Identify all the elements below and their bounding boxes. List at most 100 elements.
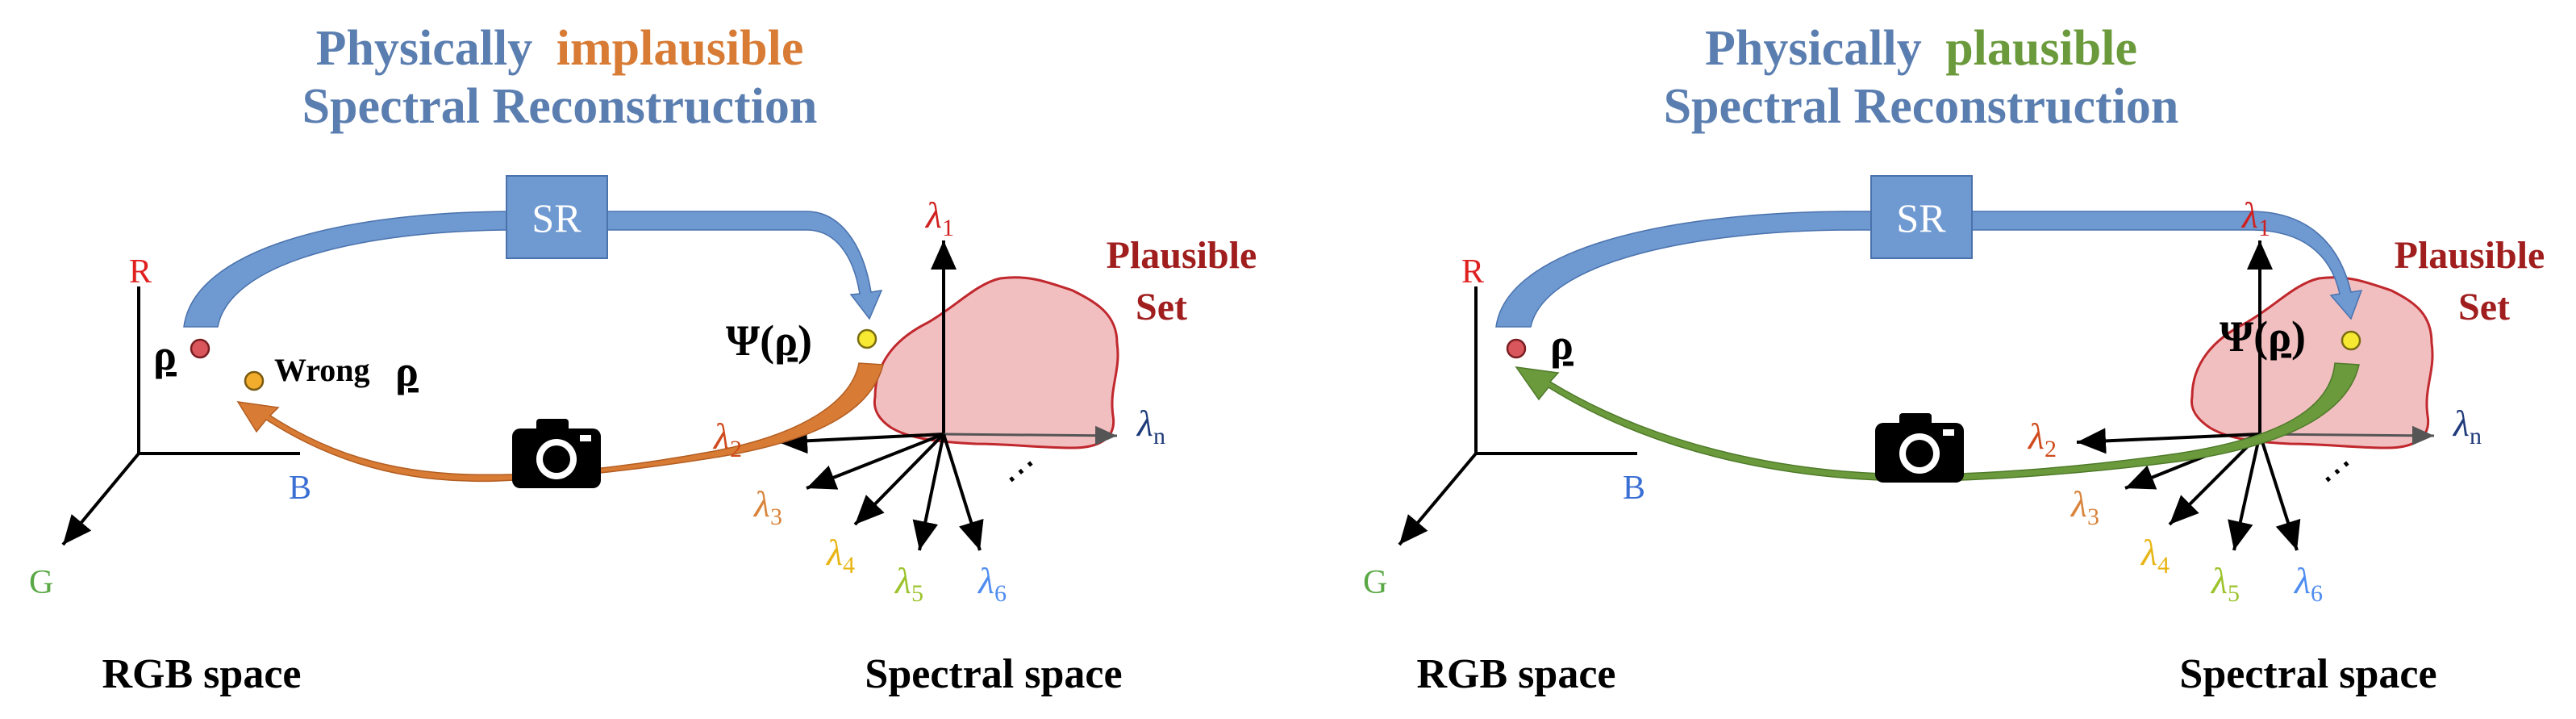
left-psi-open: Ψ( bbox=[726, 316, 774, 365]
right-label-lambdan: λn bbox=[2452, 403, 2482, 449]
left-spectral-axes bbox=[777, 240, 1118, 551]
lambda-sub: n bbox=[1153, 423, 1165, 449]
left-plausible-set-blob bbox=[873, 276, 1119, 449]
left-sr-arrow bbox=[183, 211, 883, 328]
left-label-b: B bbox=[289, 470, 311, 507]
right-title-word-plausible: plausible bbox=[1945, 21, 2137, 76]
left-camera-icon bbox=[512, 419, 601, 488]
right-rho-point bbox=[1506, 338, 1527, 359]
right-green-return-arrow bbox=[1515, 362, 2360, 482]
left-axis-lambda6 bbox=[942, 433, 984, 551]
right-psi-point bbox=[2340, 330, 2361, 351]
left-sr-box bbox=[506, 175, 608, 259]
left-plausible-label: Plausible bbox=[1107, 234, 1257, 277]
lambda-symbol: λ bbox=[712, 416, 730, 457]
right-rho-label: ρ bbox=[1550, 320, 1574, 369]
left-label-lambdan: λn bbox=[1136, 403, 1165, 449]
right-label-lambda4: λ4 bbox=[2140, 532, 2170, 579]
left-psi-close: ) bbox=[798, 316, 812, 365]
right-title-word-physically: Physically bbox=[1705, 21, 1922, 76]
lambda-sub: 6 bbox=[994, 580, 1007, 607]
right-axis-g bbox=[1398, 452, 1478, 546]
lambda-symbol: λ bbox=[1136, 403, 1153, 444]
left-label-lambda6: λ6 bbox=[977, 560, 1007, 607]
left-psi-point bbox=[857, 328, 877, 349]
lambda-sub: 1 bbox=[2258, 215, 2270, 241]
left-wrong-rho-point bbox=[244, 370, 265, 391]
right-title-line2: Spectral Reconstruction bbox=[1664, 79, 2179, 134]
left-spectral-space-label: Spectral space bbox=[865, 651, 1122, 697]
right-plausible-label: Plausible bbox=[2395, 234, 2545, 277]
lambda-symbol: λ bbox=[2210, 560, 2228, 601]
lambda-symbol: λ bbox=[977, 560, 994, 601]
lambda-sub: 3 bbox=[770, 504, 782, 530]
right-rgb-space-label: RGB space bbox=[1417, 651, 1616, 697]
left-label-lambda3: λ3 bbox=[752, 483, 782, 530]
left-axis-lambdan bbox=[943, 425, 1118, 445]
lambda-sub: 2 bbox=[730, 436, 742, 462]
left-rho-point bbox=[190, 338, 210, 359]
left-rgb-space-label: RGB space bbox=[102, 651, 302, 697]
left-axis-lambda4 bbox=[853, 433, 945, 526]
left-axis-ellipsis: ⋯ bbox=[994, 445, 1047, 498]
left-title-word-physically: Physically bbox=[316, 21, 533, 76]
right-panel: Physically plausible Spectral Reconstruc… bbox=[1363, 21, 2545, 697]
left-label-lambda4: λ4 bbox=[825, 532, 855, 579]
left-label-lambda2: λ2 bbox=[712, 416, 742, 462]
right-axis-lambda2 bbox=[2076, 428, 2261, 454]
left-set-label: Set bbox=[1136, 286, 1187, 328]
left-axis-g bbox=[61, 452, 140, 546]
lambda-symbol: λ bbox=[2293, 560, 2311, 601]
right-label-lambda1: λ1 bbox=[2240, 194, 2270, 241]
left-label-lambda1: λ1 bbox=[924, 194, 954, 241]
right-axis-ellipsis: ⋯ bbox=[2311, 445, 2363, 498]
left-sr-label: SR bbox=[531, 195, 581, 240]
lambda-sub: 2 bbox=[2045, 436, 2057, 462]
right-rgb-axes bbox=[1398, 286, 1637, 546]
left-title-word-implausible: implausible bbox=[556, 21, 804, 76]
right-sr-label: SR bbox=[1896, 195, 1946, 240]
right-psi-close: ) bbox=[2291, 312, 2306, 361]
left-wrong-rho-label: ρ bbox=[395, 347, 419, 395]
right-axis-lambda6 bbox=[2258, 433, 2301, 551]
left-axis-lambda3 bbox=[806, 433, 944, 490]
lambda-symbol: λ bbox=[2027, 416, 2045, 457]
left-label-lambda5: λ5 bbox=[894, 560, 923, 607]
right-sr-box bbox=[1870, 175, 1973, 259]
right-psi-rho: ρ bbox=[2268, 312, 2291, 361]
right-camera-icon bbox=[1875, 413, 1964, 483]
left-psi-text: Ψ(ρ) bbox=[726, 316, 812, 365]
lambda-sub: 1 bbox=[942, 215, 954, 241]
right-psi-text: Ψ(ρ) bbox=[2220, 312, 2306, 361]
left-label-g: G bbox=[29, 564, 53, 601]
right-label-lambda5: λ5 bbox=[2210, 560, 2240, 607]
right-axis-lambdan bbox=[2259, 425, 2435, 445]
lambda-sub: 4 bbox=[2157, 552, 2170, 579]
right-label-r: R bbox=[1461, 253, 1484, 291]
left-panel: Physically implausible Spectral Reconstr… bbox=[29, 21, 1257, 697]
lambda-sub: 3 bbox=[2087, 504, 2099, 530]
lambda-symbol: λ bbox=[2070, 483, 2087, 525]
right-label-lambda2: λ2 bbox=[2027, 416, 2057, 462]
right-sr-arrow bbox=[1495, 211, 2363, 328]
lambda-symbol: λ bbox=[894, 560, 911, 601]
right-label-lambda3: λ3 bbox=[2070, 483, 2099, 530]
lambda-symbol: λ bbox=[2452, 403, 2470, 444]
lambda-symbol: λ bbox=[752, 483, 770, 525]
right-label-g: G bbox=[1363, 564, 1387, 601]
right-psi-open: Ψ( bbox=[2220, 312, 2268, 361]
left-title-line2: Spectral Reconstruction bbox=[302, 79, 818, 134]
right-axis-lambda4 bbox=[2168, 433, 2261, 526]
right-label-lambda6: λ6 bbox=[2293, 560, 2323, 607]
lambda-sub: 4 bbox=[843, 552, 855, 579]
right-title-line1: Physically plausible bbox=[1705, 21, 2137, 76]
left-wrong-label: Wrong bbox=[274, 352, 370, 388]
right-label-b: B bbox=[1623, 470, 1645, 507]
left-rho-label: ρ bbox=[153, 331, 177, 379]
lambda-symbol: λ bbox=[825, 532, 843, 573]
right-set-label: Set bbox=[2458, 286, 2510, 328]
left-orange-return-arrow bbox=[236, 362, 884, 483]
left-title-line1: Physically implausible bbox=[316, 21, 804, 76]
right-axis-lambda5 bbox=[2228, 433, 2261, 551]
